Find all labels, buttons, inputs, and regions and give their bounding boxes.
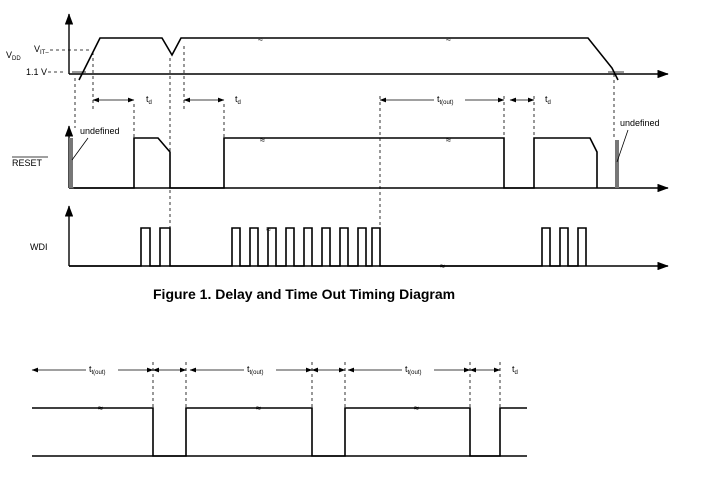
vdd-waveform-section: ≈ ≈ VDD VIT– 1.1 V xyxy=(6,13,669,81)
vdd-break-mark-1: ≈ xyxy=(258,34,263,44)
tout-label: tt(out) xyxy=(437,94,454,106)
wdi-waveform-section: ≈ ≈ WDI xyxy=(30,205,669,271)
undefined-region-left xyxy=(69,138,73,188)
vdd-label: VDD xyxy=(6,50,21,62)
tout-label-2: tt(out) xyxy=(247,364,264,376)
reset-waveform-section: ≈ ≈ RESET undefined undefined xyxy=(12,118,669,193)
td-label-2: td xyxy=(235,94,241,106)
v11-label: 1.1 V xyxy=(26,67,47,77)
tout-label-1: tt(out) xyxy=(89,364,106,376)
reset-break-mark: ≈ xyxy=(260,135,265,145)
figure2-guides xyxy=(152,362,501,408)
dimension-annotations: td td tt(out) td xyxy=(92,94,551,106)
wdi-waveform xyxy=(69,227,587,267)
reset-waveform xyxy=(74,137,598,189)
reset-label: RESET xyxy=(12,158,43,168)
td-label-3: td xyxy=(545,94,551,106)
wdi-break-mark-2: ≈ xyxy=(440,261,445,271)
undefined-region-right xyxy=(615,140,619,188)
figure-2: tt(out) tt(out) tt(out) td ≈ ≈ ≈ xyxy=(31,362,527,457)
figure2-break-mark-1: ≈ xyxy=(98,403,103,413)
undefined-leader-right xyxy=(616,129,629,163)
td-label-1: td xyxy=(146,94,152,106)
undefined-leader-left xyxy=(71,137,89,161)
reset-break-mark-2: ≈ xyxy=(446,135,451,145)
undefined-label-left: undefined xyxy=(80,126,120,136)
figure2-dimension-annotations: tt(out) tt(out) tt(out) td xyxy=(31,364,518,376)
figure-1-caption: Figure 1. Delay and Time Out Timing Diag… xyxy=(153,286,455,302)
wdi-label: WDI xyxy=(30,242,48,252)
wdi-break-mark: ≈ xyxy=(266,224,271,234)
vdd-waveform xyxy=(78,37,619,81)
vit-label: VIT– xyxy=(34,44,49,56)
figure2-break-mark-3: ≈ xyxy=(414,403,419,413)
figure-1: ≈ ≈ VDD VIT– 1.1 V td td tt(out) xyxy=(6,13,669,302)
vdd-break-mark-2: ≈ xyxy=(446,34,451,44)
td-label-f2: td xyxy=(512,364,518,376)
figure2-reset-waveform xyxy=(32,407,527,457)
undefined-label-right: undefined xyxy=(620,118,660,128)
tout-label-3: tt(out) xyxy=(405,364,422,376)
figure2-break-mark-2: ≈ xyxy=(256,403,261,413)
